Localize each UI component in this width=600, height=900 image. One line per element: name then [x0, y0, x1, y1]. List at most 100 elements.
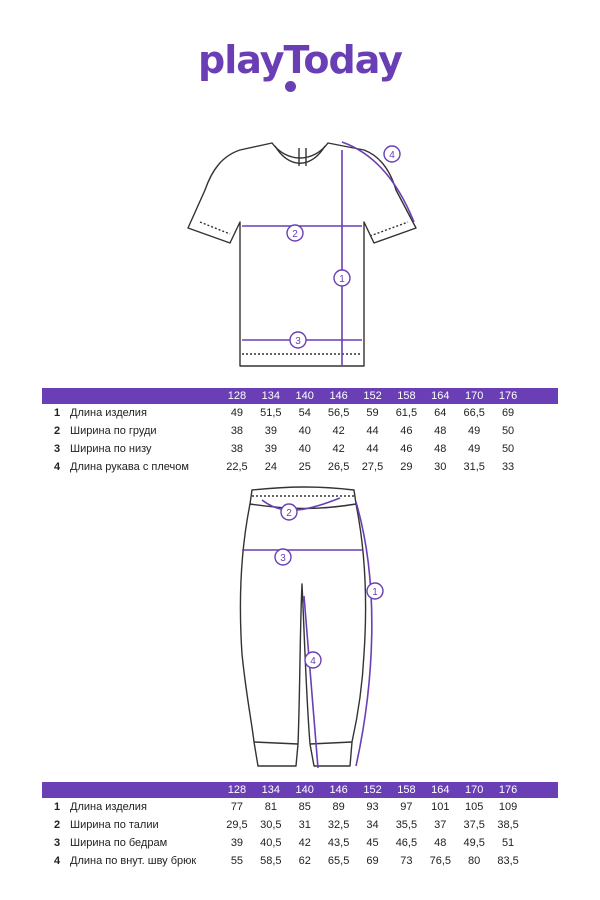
table-cell: 44 [366, 425, 379, 437]
table-cell: 49 [468, 425, 481, 437]
logo-dot [285, 81, 296, 92]
table-cell: 66,5 [463, 407, 485, 419]
row-number: 1 [54, 407, 61, 419]
table-cell: 51 [501, 837, 515, 849]
table-cell: 46 [400, 425, 413, 437]
size-header: 170 [465, 784, 484, 796]
table-row: 3 Ширина по низу 38 39 40 42 44 46 48 49… [42, 440, 558, 458]
table-row: 2 Ширина по груди 38 39 40 42 44 46 48 4… [42, 422, 558, 440]
table-cell: 46,5 [395, 837, 418, 849]
pants-size-table: 128 134 140 146 152 158 164 170 176 1 Дл… [42, 782, 558, 870]
table-cell: 33 [501, 461, 515, 473]
table-cell: 105 [465, 801, 484, 813]
table-cell: 38 [230, 425, 244, 437]
table-cell: 40 [298, 425, 311, 437]
table-cell: 35,5 [395, 819, 418, 831]
row-number: 2 [54, 425, 61, 437]
size-header: 158 [397, 784, 416, 796]
table-cell: 50 [501, 443, 515, 455]
table-cell: 45 [366, 837, 379, 849]
table-cell: 55 [230, 855, 244, 867]
row-label: Ширина по талии [70, 819, 159, 831]
table-cell: 69 [366, 855, 379, 867]
table-row: 1 Длина изделия 77 81 85 89 93 97 101 10… [42, 798, 558, 816]
size-header: 128 [227, 390, 247, 402]
table-cell: 40 [298, 443, 311, 455]
row-label: Длина изделия [70, 801, 147, 813]
table-cell: 54 [298, 407, 311, 419]
tshirt-illustration: 1 2 3 4 [187, 141, 417, 367]
table-cell: 42 [332, 425, 345, 437]
row-number: 3 [54, 443, 61, 455]
table-cell: 32,5 [327, 819, 350, 831]
pants-marker-1: 1 [366, 582, 384, 600]
shirt-marker-1: 1 [333, 269, 351, 287]
table-cell: 31,5 [463, 461, 485, 473]
row-label: Длина рукава с плечом [70, 461, 189, 473]
shirt-marker-3: 3 [289, 331, 307, 349]
table-cell: 38 [230, 443, 244, 455]
table-cell: 109 [498, 801, 518, 813]
table-row: 3 Ширина по бедрам 39 40,5 42 43,5 45 46… [42, 834, 558, 852]
table-cell: 39 [264, 443, 277, 455]
pants-waistband [249, 486, 357, 510]
table-cell: 48 [434, 425, 447, 437]
svg-text:2: 2 [292, 229, 298, 240]
table-row: 1 Длина изделия 49 51,5 54 56,5 59 61,5 … [42, 404, 558, 422]
svg-text:3: 3 [295, 336, 301, 347]
size-header: 146 [329, 390, 348, 402]
table-cell: 97 [400, 801, 413, 813]
pants-marker-4: 4 [304, 651, 322, 669]
table-cell: 89 [332, 801, 345, 813]
table-cell: 40,5 [260, 837, 282, 849]
table-cell: 50 [501, 425, 515, 437]
size-header: 152 [363, 784, 382, 796]
row-number: 3 [54, 837, 61, 849]
svg-text:4: 4 [310, 656, 316, 667]
row-label: Ширина по низу [70, 443, 152, 455]
table-cell: 30,5 [260, 819, 282, 831]
size-header: 146 [329, 784, 348, 796]
table-cell: 49 [230, 407, 244, 419]
table-cell: 29 [400, 461, 413, 473]
size-header: 140 [295, 390, 314, 402]
table-cell: 56,5 [327, 407, 350, 419]
table-cell: 42 [298, 837, 311, 849]
table-cell: 29,5 [226, 819, 248, 831]
size-header: 176 [498, 390, 518, 402]
svg-text:3: 3 [280, 553, 286, 564]
table-cell: 24 [264, 461, 277, 473]
size-header: 164 [431, 784, 450, 796]
table-cell: 34 [366, 819, 379, 831]
size-header: 134 [261, 784, 281, 796]
table-cell: 49 [468, 443, 481, 455]
table-cell: 49,5 [463, 837, 485, 849]
table-cell: 39 [264, 425, 277, 437]
table-cell: 77 [230, 801, 244, 813]
table-cell: 39 [230, 837, 244, 849]
table-cell: 85 [298, 801, 311, 813]
table-cell: 31 [298, 819, 311, 831]
pants-table-header: 128 134 140 146 152 158 164 170 176 [42, 782, 558, 798]
pants-marker-3: 3 [274, 548, 292, 566]
table-cell: 51,5 [260, 407, 282, 419]
size-header: 158 [397, 390, 416, 402]
table-cell: 46 [400, 443, 413, 455]
table-cell: 48 [434, 443, 447, 455]
table-cell: 73 [400, 855, 413, 867]
brand-logo: playToday [198, 38, 403, 82]
row-number: 4 [54, 855, 61, 867]
row-label: Ширина по бедрам [70, 837, 168, 849]
table-cell: 65,5 [327, 855, 350, 867]
row-number: 1 [54, 801, 61, 813]
table-cell: 62 [298, 855, 311, 867]
table-cell: 43,5 [327, 837, 350, 849]
pants-marker-2: 2 [280, 503, 298, 521]
shirt-size-table: 128 134 140 146 152 158 164 170 176 1 Дл… [42, 388, 558, 476]
table-cell: 80 [468, 855, 481, 867]
size-header: 152 [363, 390, 382, 402]
table-cell: 30 [434, 461, 447, 473]
size-header: 134 [261, 390, 281, 402]
shirt-marker-4: 4 [383, 145, 401, 163]
svg-text:1: 1 [372, 587, 378, 598]
